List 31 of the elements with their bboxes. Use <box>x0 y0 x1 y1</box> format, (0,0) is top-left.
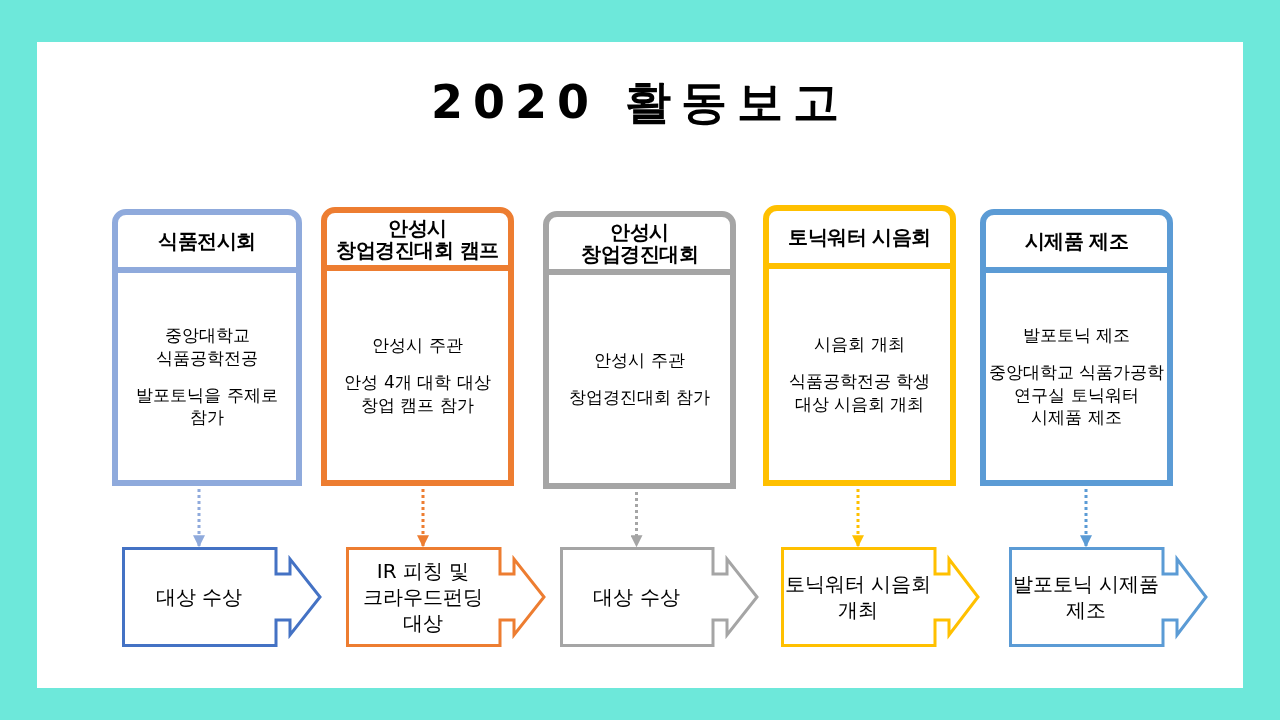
dotted-arrow <box>1080 489 1092 548</box>
dotted-arrow <box>630 492 643 548</box>
callout-text: 토닉워터 시음회 개최 <box>783 571 933 624</box>
callout-text: 발포토닉 시제품 제조 <box>1011 571 1161 624</box>
dotted-arrow <box>193 489 205 548</box>
card-heading: 안성시 창업경진대회 캠프 <box>335 217 500 261</box>
card-text: 중앙대학교 식품공학전공 <box>155 323 259 370</box>
card-text: 시음회 개최 <box>814 333 905 357</box>
card-heading: 식품전시회 <box>158 230 256 252</box>
card-text: 발포토닉을 주제로 참가 <box>135 383 279 430</box>
dotted-arrow <box>417 489 429 548</box>
card-heading: 시제품 제조 <box>1024 230 1129 252</box>
card-text: 창업경진대회 참가 <box>568 386 711 409</box>
card-heading: 토닉워터 시음회 <box>788 226 931 248</box>
dotted-arrow <box>852 489 864 548</box>
title: 2020 활동보고 <box>429 74 850 131</box>
process-card <box>112 209 302 486</box>
card-text: 안성 4개 대학 대상 창업 캠프 참가 <box>343 371 492 417</box>
process-card <box>763 205 956 486</box>
card-text: 중앙대학교 식품가공학 연구실 토닉워터 시제품 제조 <box>987 360 1166 430</box>
card-text: 안성시 주관 <box>372 334 463 358</box>
process-card <box>980 209 1173 486</box>
card-text: 안성시 주관 <box>594 349 685 372</box>
card-text: 발포토닉 제조 <box>1022 323 1131 347</box>
callout-text: 대상 수상 <box>592 584 681 611</box>
process-card <box>321 207 514 486</box>
callout-text: 대상 수상 <box>154 584 244 611</box>
process-card <box>543 211 736 489</box>
card-heading: 안성시 창업경진대회 <box>580 221 699 265</box>
callout-text: IR 피칭 및 크라우드펀딩 대상 <box>362 558 484 637</box>
card-text: 식품공학전공 학생 대상 시음회 개최 <box>787 370 932 416</box>
